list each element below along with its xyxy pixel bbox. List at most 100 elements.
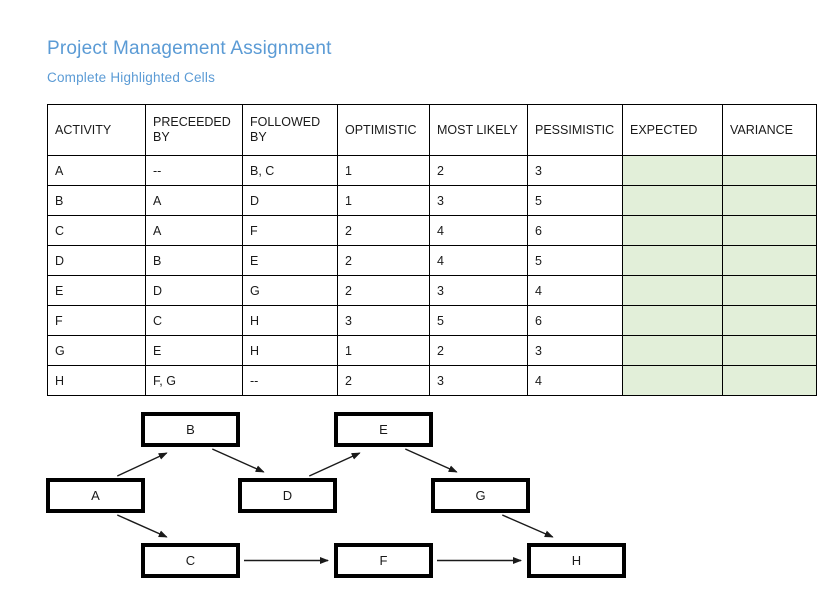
diagram-node-b[interactable]: B <box>141 412 240 447</box>
cell-most-likely: 3 <box>429 365 528 396</box>
cell-followed-by: H <box>242 305 338 336</box>
cell-most-likely: 2 <box>429 335 528 366</box>
diagram-node-g[interactable]: G <box>431 478 530 513</box>
cell-expected[interactable] <box>622 155 723 186</box>
cell-pessimistic: 6 <box>527 305 623 336</box>
cell-expected[interactable] <box>622 185 723 216</box>
diagram-node-c[interactable]: C <box>141 543 240 578</box>
column-header-pessimistic: PESSIMISTIC <box>527 104 623 156</box>
cell-activity: B <box>47 185 146 216</box>
cell-most-likely: 3 <box>429 185 528 216</box>
cell-variance[interactable] <box>722 155 817 186</box>
cell-expected[interactable] <box>622 245 723 276</box>
column-header-followed-by: FOLLOWED BY <box>242 104 338 156</box>
cell-activity: G <box>47 335 146 366</box>
cell-optimistic: 1 <box>337 335 430 366</box>
pert-activity-table: ACTIVITY PRECEEDED BY FOLLOWED BY OPTIMI… <box>47 104 817 396</box>
cell-preceeded-by: E <box>145 335 243 366</box>
cell-optimistic: 1 <box>337 185 430 216</box>
cell-preceeded-by: F, G <box>145 365 243 396</box>
cell-variance[interactable] <box>722 245 817 276</box>
diagram-node-f[interactable]: F <box>334 543 433 578</box>
cell-followed-by: F <box>242 215 338 246</box>
cell-optimistic: 2 <box>337 215 430 246</box>
diagram-edges <box>116 448 554 564</box>
diagram-edge-a-to-c <box>116 514 168 538</box>
cell-most-likely: 3 <box>429 275 528 306</box>
diagram-edge-a-to-b <box>116 452 168 477</box>
cell-followed-by: -- <box>242 365 338 396</box>
cell-expected[interactable] <box>622 215 723 246</box>
cell-preceeded-by: A <box>145 185 243 216</box>
cell-optimistic: 1 <box>337 155 430 186</box>
cell-variance[interactable] <box>722 275 817 306</box>
cell-followed-by: H <box>242 335 338 366</box>
diagram-edge-g-to-h <box>502 514 554 538</box>
cell-pessimistic: 5 <box>527 185 623 216</box>
cell-followed-by: E <box>242 245 338 276</box>
column-header-preceeded-by: PRECEEDED BY <box>145 104 243 156</box>
diagram-node-d[interactable]: D <box>238 478 337 513</box>
cell-activity: A <box>47 155 146 186</box>
cell-activity: H <box>47 365 146 396</box>
cell-most-likely: 4 <box>429 245 528 276</box>
column-header-activity: ACTIVITY <box>47 104 146 156</box>
table-header-row: ACTIVITY PRECEEDED BY FOLLOWED BY OPTIMI… <box>47 104 817 156</box>
cell-activity: D <box>47 245 146 276</box>
cell-activity: E <box>47 275 146 306</box>
cell-optimistic: 2 <box>337 245 430 276</box>
cell-most-likely: 2 <box>429 155 528 186</box>
cell-optimistic: 2 <box>337 365 430 396</box>
cell-optimistic: 3 <box>337 305 430 336</box>
column-header-most-likely: MOST LIKELY <box>429 104 528 156</box>
diagram-node-h[interactable]: H <box>527 543 626 578</box>
diagram-edge-d-to-e <box>308 452 361 477</box>
cell-pessimistic: 6 <box>527 215 623 246</box>
column-header-variance: VARIANCE <box>722 104 817 156</box>
cell-pessimistic: 4 <box>527 275 623 306</box>
column-header-optimistic: OPTIMISTIC <box>337 104 430 156</box>
cell-expected[interactable] <box>622 305 723 336</box>
cell-preceeded-by: A <box>145 215 243 246</box>
cell-optimistic: 2 <box>337 275 430 306</box>
cell-most-likely: 5 <box>429 305 528 336</box>
cell-variance[interactable] <box>722 305 817 336</box>
cell-activity: C <box>47 215 146 246</box>
cell-expected[interactable] <box>622 365 723 396</box>
page-subtitle: Complete Highlighted Cells <box>47 70 216 85</box>
cell-variance[interactable] <box>722 365 817 396</box>
cell-pessimistic: 3 <box>527 155 623 186</box>
cell-pessimistic: 3 <box>527 335 623 366</box>
diagram-edge-e-to-g <box>404 448 458 473</box>
cell-pessimistic: 4 <box>527 365 623 396</box>
cell-most-likely: 4 <box>429 215 528 246</box>
cell-expected[interactable] <box>622 275 723 306</box>
cell-preceeded-by: -- <box>145 155 243 186</box>
cell-variance[interactable] <box>722 335 817 366</box>
cell-variance[interactable] <box>722 215 817 246</box>
cell-preceeded-by: B <box>145 245 243 276</box>
diagram-edge-b-to-d <box>211 448 265 473</box>
cell-followed-by: D <box>242 185 338 216</box>
diagram-node-a[interactable]: A <box>46 478 145 513</box>
cell-pessimistic: 5 <box>527 245 623 276</box>
page-title: Project Management Assignment <box>47 38 332 59</box>
cell-preceeded-by: D <box>145 275 243 306</box>
diagram-node-e[interactable]: E <box>334 412 433 447</box>
cell-activity: F <box>47 305 146 336</box>
cell-preceeded-by: C <box>145 305 243 336</box>
cell-followed-by: G <box>242 275 338 306</box>
cell-expected[interactable] <box>622 335 723 366</box>
column-header-expected: EXPECTED <box>622 104 723 156</box>
cell-variance[interactable] <box>722 185 817 216</box>
cell-followed-by: B, C <box>242 155 338 186</box>
